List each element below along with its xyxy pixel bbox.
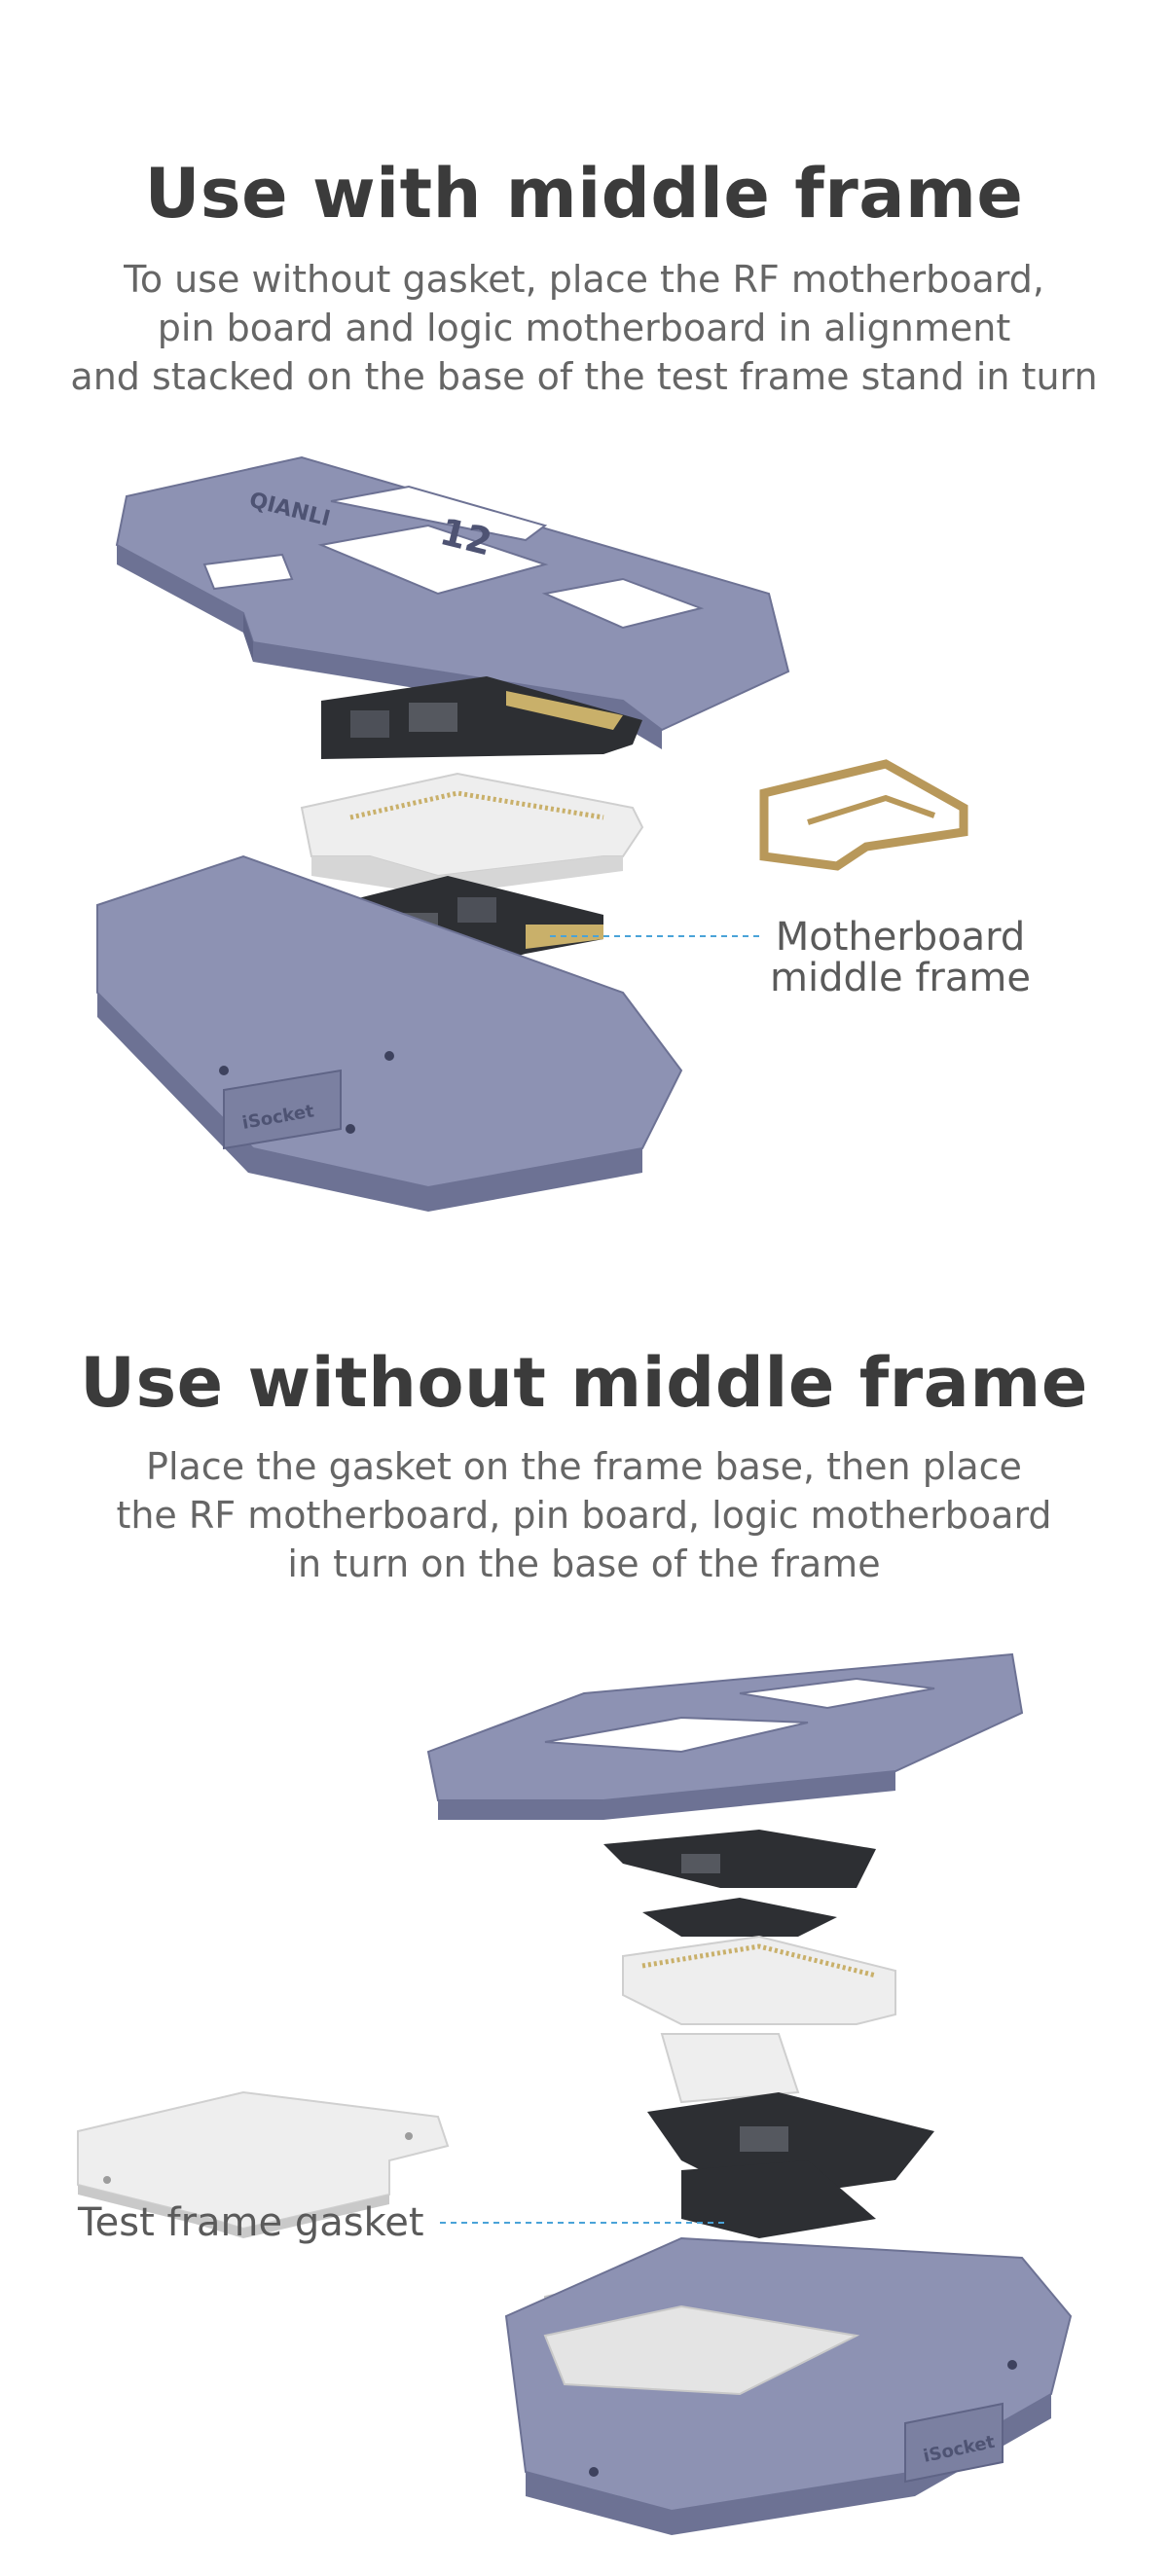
test-frame-gasket	[77, 2090, 450, 2238]
top-clamp-frame	[426, 1652, 1024, 1820]
test-frame-base: iSocket	[96, 854, 683, 1212]
description-line: pin board and logic motherboard in align…	[157, 307, 1011, 349]
pin-board	[300, 772, 644, 895]
callout-line: Motherboard	[775, 915, 1026, 960]
section-with-middle-frame: Use with middle frame To use without gas…	[0, 0, 1168, 1265]
callout-line: Test frame gasket	[78, 2200, 424, 2245]
callout-line: middle frame	[770, 956, 1031, 1000]
rf-motherboard	[603, 1830, 876, 1937]
section-title: Use without middle frame	[80, 1343, 1088, 1423]
callout-test-frame-gasket: Test frame gasket	[78, 2202, 428, 2243]
section-title: Use with middle frame	[144, 154, 1024, 234]
description-line: and stacked on the base of the test fram…	[70, 355, 1098, 398]
section-without-middle-frame: Use without middle frame Place the gaske…	[0, 1265, 1168, 2576]
exploded-assembly-without-middle-frame: iSocket	[77, 1652, 1073, 2535]
motherboard-middle-frame	[759, 759, 968, 871]
exploded-assembly-with-middle-frame: QIANLI 12 iSocket	[96, 455, 968, 1212]
description-line: in turn on the base of the frame	[287, 1542, 881, 1585]
section-description: Place the gasket on the frame base, then…	[0, 1442, 1168, 1588]
description-line: the RF motherboard, pin board, logic mot…	[116, 1494, 1052, 1537]
logic-motherboard	[647, 2092, 934, 2238]
rf-motherboard	[321, 676, 642, 759]
section-description: To use without gasket, place the RF moth…	[0, 255, 1168, 401]
test-frame-base: iSocket	[504, 2236, 1073, 2535]
description-line: To use without gasket, place the RF moth…	[124, 258, 1044, 301]
description-line: Place the gasket on the frame base, then…	[146, 1445, 1022, 1488]
callout-motherboard-middle-frame: Motherboard middle frame	[769, 917, 1032, 998]
pin-board	[622, 1935, 896, 2104]
